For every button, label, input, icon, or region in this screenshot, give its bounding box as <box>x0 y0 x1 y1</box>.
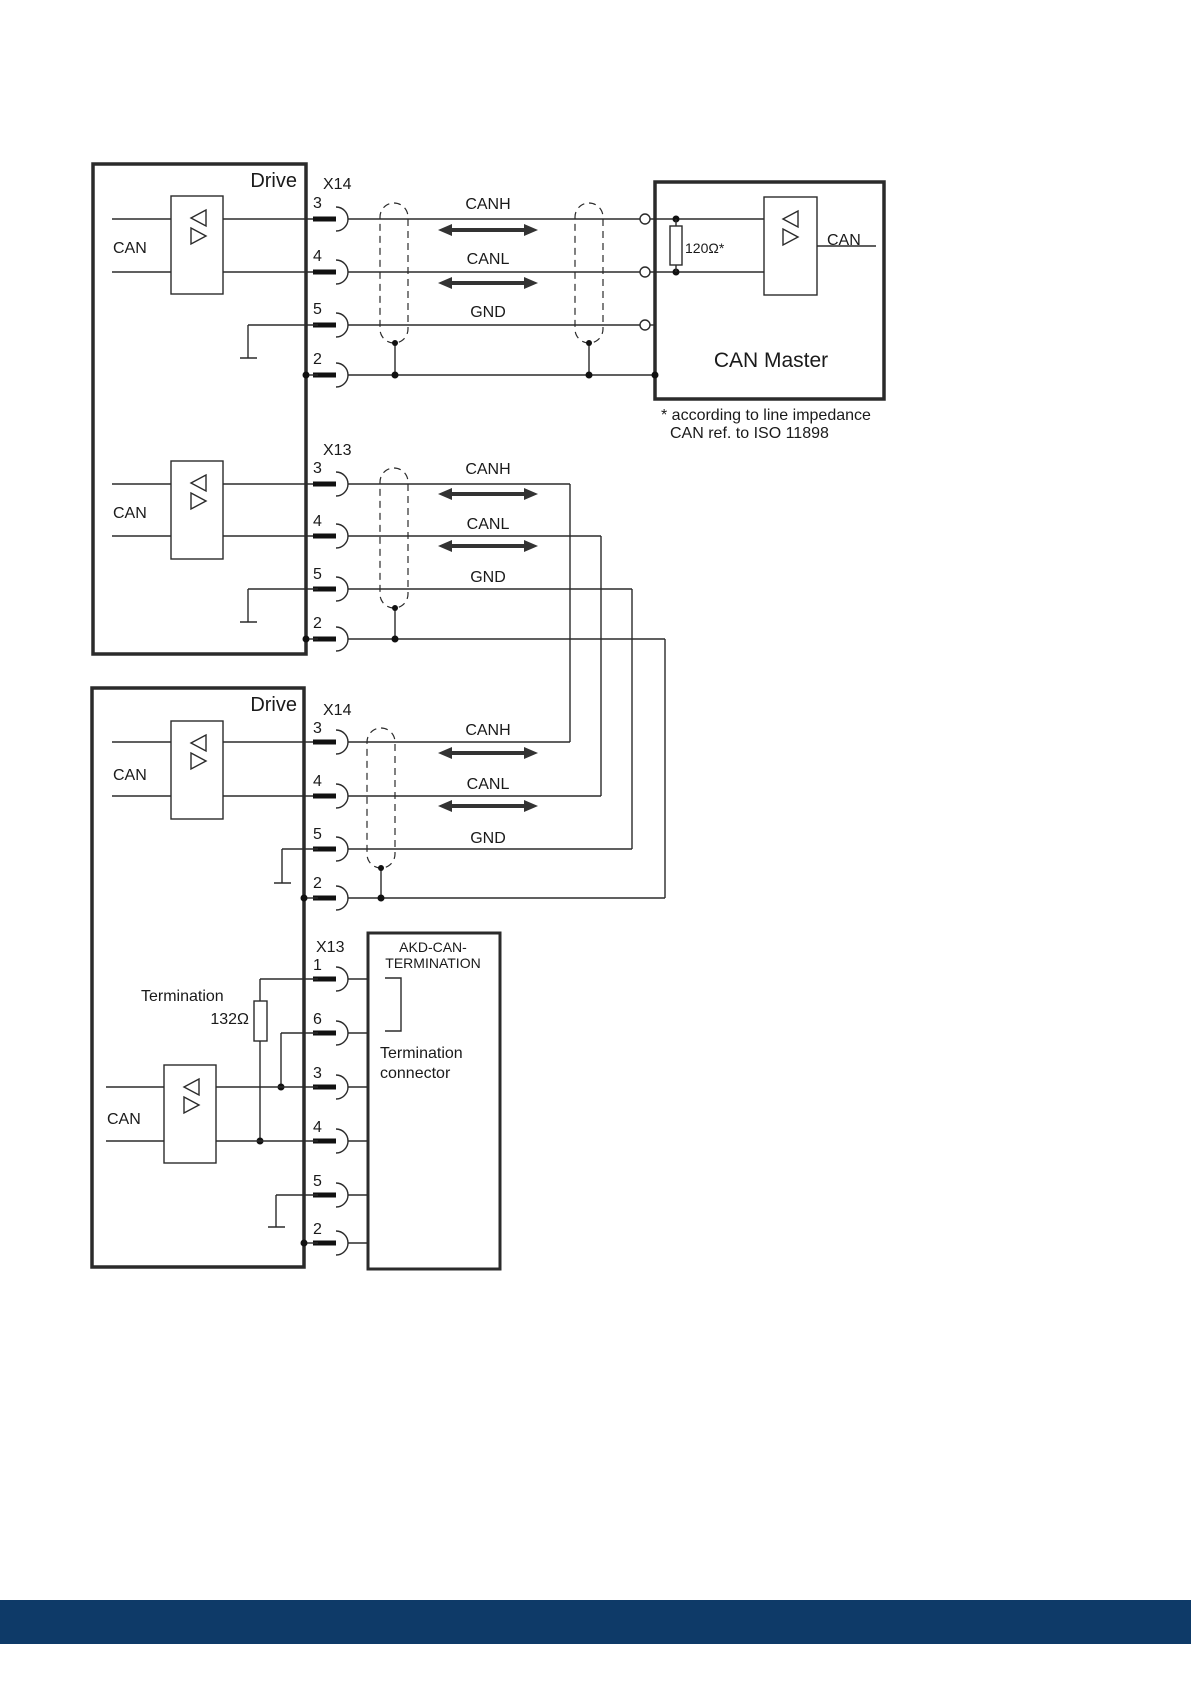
drive2-x13-pin-4: 4 <box>313 1119 322 1136</box>
master-resistor <box>670 226 682 265</box>
drive1-x14-label: X14 <box>323 176 352 193</box>
drive1-x13-label: X13 <box>323 442 352 459</box>
drive1-x14-pin-2: 2 <box>313 351 322 368</box>
drive2-x13-pin-2: 2 <box>313 1221 322 1238</box>
drive1-can-label-bottom: CAN <box>113 505 147 522</box>
drive1-x13-pin-4: 4 <box>313 513 322 530</box>
termination-connector-box <box>368 933 500 1269</box>
signal-canh-bottom: CANH <box>465 722 510 739</box>
cable-shield-right <box>575 203 603 343</box>
drive2-title: Drive <box>250 694 297 716</box>
master-transceiver <box>764 197 817 295</box>
master-terminal-canl <box>640 267 650 277</box>
signal-gnd-mid: GND <box>470 569 506 586</box>
signal-canl-top: CANL <box>467 251 510 268</box>
master-resistor-label: 120Ω* <box>685 240 725 256</box>
bidirectional-arrow-icon <box>438 277 538 289</box>
master-terminal-canh <box>640 214 650 224</box>
terminator-jumper <box>385 978 401 1031</box>
drive2-x14-label: X14 <box>323 702 352 719</box>
drive1-transceiver-bottom <box>171 461 223 559</box>
terminator-desc-line1: Termination <box>380 1045 463 1062</box>
drive2-x13-pin-3: 3 <box>313 1065 322 1082</box>
drive1-title: Drive <box>250 170 297 192</box>
transceiver-symbol-icon <box>191 210 206 244</box>
signal-gnd-bottom: GND <box>470 830 506 847</box>
drive2-x14-pin-2: 2 <box>313 875 322 892</box>
master-terminal-gnd <box>640 320 650 330</box>
signal-canh-top: CANH <box>465 196 510 213</box>
drive1-x13-pin-3: 3 <box>313 460 322 477</box>
signal-canh-mid: CANH <box>465 461 510 478</box>
drive2-transceiver-bottom <box>164 1065 216 1163</box>
transceiver-symbol-icon <box>184 1079 199 1113</box>
termination-resistor <box>254 1001 267 1041</box>
transceiver-symbol-icon <box>191 475 206 509</box>
termination-label: Termination <box>141 988 224 1005</box>
terminator-desc-line2: connector <box>380 1065 451 1082</box>
cable-shield-mid <box>380 468 408 608</box>
drive2-x14-pin-3: 3 <box>313 720 322 737</box>
drive1-transceiver-top <box>171 196 223 294</box>
drive2-x13-pin-5: 5 <box>313 1173 322 1190</box>
bidirectional-arrow-icon <box>438 224 538 236</box>
cable-shield-bottom <box>367 728 395 868</box>
bidirectional-arrow-icon <box>438 540 538 552</box>
transceiver-symbol-icon <box>191 735 206 769</box>
signal-canl-bottom: CANL <box>467 776 510 793</box>
terminator-title-line1: AKD-CAN- <box>399 939 467 955</box>
master-note-line2: CAN ref. to ISO 11898 <box>670 425 829 442</box>
cable-shield-left <box>380 203 408 343</box>
drive2-x13-pin-1: 1 <box>313 957 322 974</box>
drive2-x13-label: X13 <box>316 939 345 956</box>
bidirectional-arrow-icon <box>438 488 538 500</box>
drive1-x14-pin-3: 3 <box>313 195 322 212</box>
drive2-x14-pin-5: 5 <box>313 826 322 843</box>
drive1-x13-pin-2: 2 <box>313 615 322 632</box>
terminator-title-line2: TERMINATION <box>385 955 480 971</box>
bidirectional-arrow-icon <box>438 800 538 812</box>
drive1-x13-pin-5: 5 <box>313 566 322 583</box>
signal-canl-mid: CANL <box>467 516 510 533</box>
drive1-can-label-top: CAN <box>113 240 147 257</box>
transceiver-symbol-icon <box>783 211 798 245</box>
drive2-x14-pin-4: 4 <box>313 773 322 790</box>
drive2-transceiver-top <box>171 721 223 819</box>
can-master-title: CAN Master <box>714 349 828 372</box>
drive1-x14-pin-5: 5 <box>313 301 322 318</box>
drive1-x14-pin-4: 4 <box>313 248 322 265</box>
bidirectional-arrow-icon <box>438 747 538 759</box>
signal-gnd-top: GND <box>470 304 506 321</box>
master-note-line1: * according to line impedance <box>661 407 871 424</box>
drive2-x13-pin-6: 6 <box>313 1011 322 1028</box>
drive2-can-label-bottom: CAN <box>107 1111 141 1128</box>
footer-band <box>0 1600 1191 1644</box>
master-can-label: CAN <box>827 232 861 249</box>
drive1-box <box>93 164 306 654</box>
termination-value: 132Ω <box>210 1011 249 1028</box>
drive2-can-label-top: CAN <box>113 767 147 784</box>
